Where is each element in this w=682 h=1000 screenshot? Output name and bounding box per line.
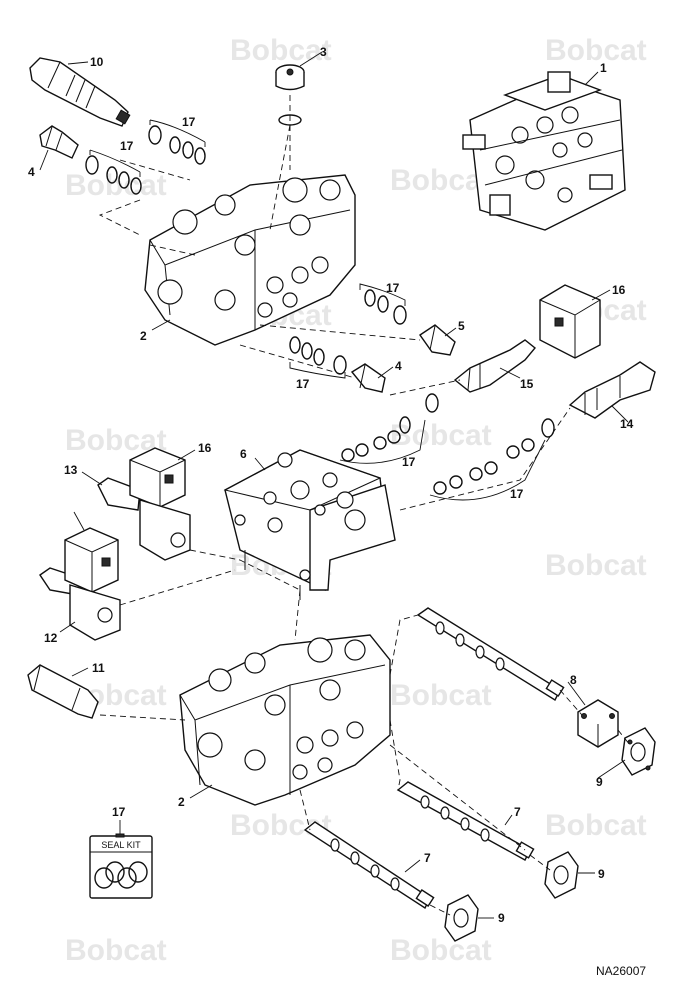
callout-9: 9	[598, 867, 605, 881]
assembly-guide-lines	[98, 95, 631, 916]
watermark: Bobcat	[545, 549, 647, 582]
o-ring-chain-lower	[429, 418, 555, 501]
callout-labels: 1 2 2 3 4 4 5 6 7 7 8 9 9 9 10 11 12 13 …	[28, 45, 634, 925]
solenoid-valve-12	[39, 527, 121, 641]
leader-lines	[39, 51, 629, 919]
callout-2: 2	[178, 795, 185, 809]
watermark: Bobcat	[65, 169, 167, 202]
callout-7: 7	[424, 851, 431, 865]
o-ring-set-upper-a	[148, 119, 206, 165]
solenoid-cartridge	[29, 57, 131, 127]
callout-11: 11	[92, 661, 105, 675]
spool-cap-right	[621, 727, 656, 776]
watermark: Bobcat	[230, 34, 332, 67]
callout-9: 9	[498, 911, 505, 925]
callout-17: 17	[402, 455, 416, 469]
callout-17: 17	[112, 805, 126, 819]
callout-5: 5	[458, 319, 465, 333]
callout-8: 8	[570, 673, 577, 687]
callout-3: 3	[320, 45, 327, 59]
callout-14: 14	[620, 417, 634, 431]
watermark: Bobcat	[390, 419, 492, 452]
callout-9: 9	[596, 775, 603, 789]
watermark: Bobcat	[390, 164, 492, 197]
seal-kit-label: SEAL KIT	[101, 840, 141, 850]
callout-17: 17	[296, 377, 310, 391]
valve-cartridge-11	[27, 664, 99, 719]
valve-body-lower	[179, 634, 391, 806]
callout-4: 4	[28, 165, 35, 179]
watermark: Bobcat	[545, 809, 647, 842]
manifold-block	[223, 449, 396, 600]
callout-1: 1	[600, 61, 607, 75]
valve-assembly-complete	[462, 71, 626, 231]
watermark: Bobcat	[545, 34, 647, 67]
relief-cartridge-lower	[350, 363, 386, 393]
o-ring-set-upper-b	[85, 149, 142, 195]
watermark: Bobcat	[65, 934, 167, 967]
spool-lower	[303, 821, 435, 910]
spool-middle	[396, 781, 535, 861]
callout-7: 7	[514, 805, 521, 819]
callout-17: 17	[182, 115, 196, 129]
valve-body-upper	[144, 174, 356, 346]
solenoid-valve-cartridge	[453, 339, 536, 393]
spool-cap-lower	[444, 894, 479, 942]
callout-16: 16	[612, 283, 626, 297]
callout-10: 10	[90, 55, 104, 69]
o-ring-set-mid-left	[289, 336, 347, 379]
callout-16: 16	[198, 441, 212, 455]
spool-cap-middle	[544, 851, 579, 899]
callout-15: 15	[520, 377, 534, 391]
proportional-cartridge	[568, 361, 656, 419]
watermark: Bobcat	[390, 934, 492, 967]
callout-13: 13	[64, 463, 78, 477]
seal-kit-box: SEAL KIT	[89, 820, 153, 899]
solenoid-coil-upper	[539, 284, 601, 359]
relief-cartridge-upper	[39, 125, 79, 159]
callout-17: 17	[510, 487, 524, 501]
callout-17: 17	[386, 281, 400, 295]
callout-4: 4	[395, 359, 402, 373]
figure-reference: NA26007	[596, 964, 646, 978]
callout-2: 2	[140, 329, 147, 343]
spool-end-cap	[577, 699, 619, 748]
o-ring-set-mid-right	[359, 283, 407, 325]
check-cartridge	[419, 324, 456, 356]
o-ring-chain-upper	[339, 393, 439, 464]
solenoid-valve-assembly	[97, 447, 191, 561]
watermark: Bobcat	[390, 679, 492, 712]
plug	[275, 64, 305, 126]
callout-12: 12	[44, 631, 58, 645]
callout-17: 17	[120, 139, 134, 153]
callout-6: 6	[240, 447, 247, 461]
